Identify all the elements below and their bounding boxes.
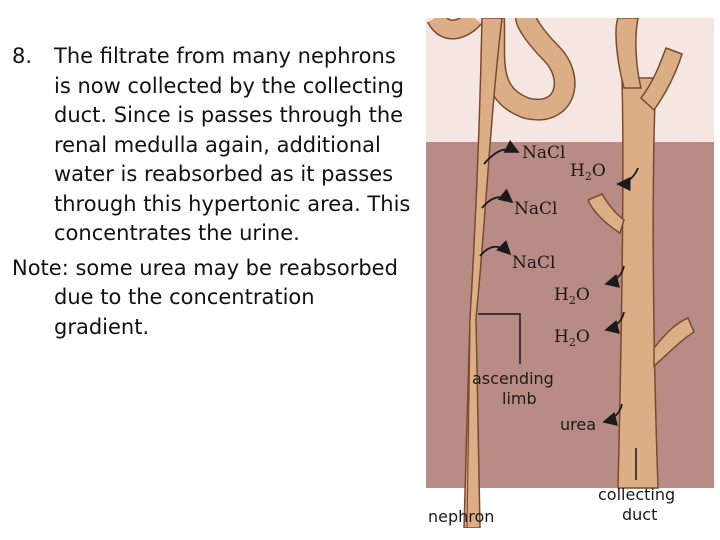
urea-arrow (602, 403, 623, 426)
h2o-arrow-3 (604, 311, 625, 334)
ascending-limb-pointer (478, 313, 521, 364)
nacl-label-3: NaCl (512, 253, 555, 273)
collecting-duct-label-line1: collecting (598, 485, 675, 504)
h2o-arrow-1 (616, 167, 639, 192)
nacl-arrow-1 (483, 139, 520, 165)
h2o-label-3: H2O (554, 327, 590, 349)
nephron-label: nephron (428, 507, 494, 526)
nacl-label-1: NaCl (522, 143, 565, 163)
ascending-limb-label-line2: limb (502, 389, 537, 408)
nacl-arrow-2 (481, 188, 514, 209)
note-paragraph: Note: some urea may be reabsorbed due to… (12, 255, 398, 339)
point-8-paragraph: 8. The filtrate from many nephrons is now… (12, 42, 412, 249)
ascending-limb-label-line1: ascending (472, 369, 554, 388)
nephron-diagram-svg: NaCl NaCl NaCl H2O H2O H2O ascending lim… (426, 18, 714, 528)
urea-label: urea (560, 415, 596, 434)
ascending-limb (463, 18, 503, 528)
h2o-label-1: H2O (570, 161, 606, 183)
collecting-duct-label-line2: duct (622, 505, 657, 524)
h2o-label-2: H2O (554, 285, 590, 307)
point-text: The filtrate from many nephrons is now c… (54, 44, 411, 245)
collecting-duct (617, 77, 659, 489)
slide-text: 8. The filtrate from many nephrons is now… (12, 42, 412, 342)
nephron-diagram: NaCl NaCl NaCl H2O H2O H2O ascending lim… (426, 18, 714, 528)
nacl-label-2: NaCl (514, 199, 557, 219)
h2o-arrow-2 (604, 265, 625, 288)
nacl-arrow-3 (479, 240, 512, 257)
point-number: 8. (12, 44, 33, 68)
